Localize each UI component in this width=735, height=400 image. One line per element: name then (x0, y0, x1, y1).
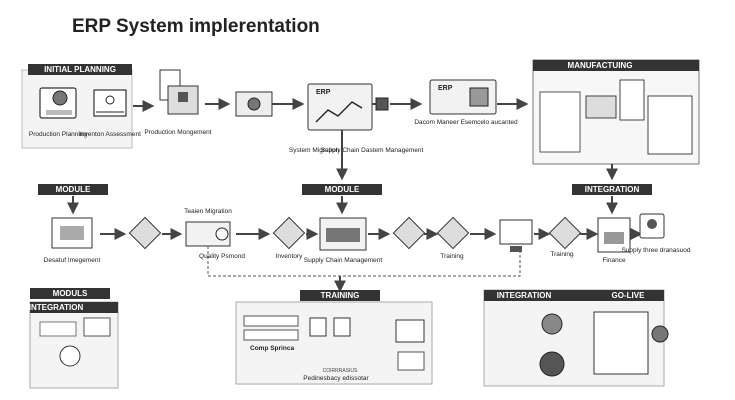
coirrrasius-label: COIRRRASIUS (323, 368, 358, 374)
desatuf-node (51, 217, 93, 249)
initial-planning-header: INITIAL PLANNING (44, 65, 116, 74)
initial-planning-panel: INITIAL PLANNING Production Planning Inv… (21, 64, 141, 149)
inventory-diamond (272, 216, 306, 250)
inventon-assessment-label: Inventon Assessment (79, 131, 141, 138)
dacom-maneer-label: Dacom Maneer Esemcelo aucanted (414, 119, 518, 126)
training-2-label: Training (550, 251, 574, 258)
module-center-header-bg (302, 184, 382, 195)
erp-2-label: ERP (438, 85, 453, 92)
integration-right-header: INTEGRATION (585, 185, 640, 194)
erp-window-2: ERP (429, 79, 497, 115)
production-planning-label: Production Planning (29, 131, 88, 138)
quality-label: Quality Psmond (199, 253, 245, 260)
manufacturing-header: MANUFACTUING (568, 61, 633, 70)
decision-diamond-1 (128, 216, 162, 250)
inventon-assessment-icon (93, 89, 127, 117)
erp-1-label: ERP (316, 89, 331, 96)
inventory-label: Inventory (276, 253, 303, 260)
finance-node (597, 217, 631, 253)
teaien-migration-label: Teaien Migration (184, 208, 232, 215)
hub-node (235, 91, 273, 117)
training-diamond-2 (548, 216, 582, 250)
module-left-header: MODULE (56, 185, 91, 194)
training-header: TRAINING (321, 291, 360, 300)
moduls-header: MODULS (53, 289, 88, 298)
computer-node (499, 219, 533, 252)
module-center-header: MODULE (325, 185, 360, 194)
go-live-panel: INTEGRATION GO-LIVE (483, 289, 669, 387)
moduls-panel: MODULS INTEGRATION (29, 288, 119, 389)
supply-chain-management-label: Supply Chain Management (304, 257, 383, 264)
pedinesbacy-label: Pedinesbacy edissotar (303, 375, 369, 382)
supply-three-node (639, 213, 665, 239)
integration-bottom-header: INTEGRATION (497, 291, 552, 300)
finance-label: Finance (602, 257, 626, 264)
training-panel: TRAINING Comp Sprinca COIRRRASIUS Pedine… (235, 290, 433, 385)
integration-left-header: INTEGRATION (29, 303, 84, 312)
erp-window-1: ERP (307, 83, 373, 131)
production-mongement-label: Production Mongement (144, 129, 211, 136)
decision-diamond-2 (392, 216, 426, 250)
migration-node (185, 221, 231, 247)
training-label: Training (440, 253, 464, 260)
supply-three-label: Supply three dranasuod (621, 247, 690, 254)
comp-sprinca-label: Comp Sprinca (250, 345, 294, 352)
manufacturing-panel: MANUFACTUING (532, 59, 700, 165)
production-mongement-icon (159, 69, 199, 115)
diagram-title: ERP System implerentation (72, 16, 320, 37)
supply-chain-dastem-label: Supply Chain Dastem Management (321, 147, 424, 154)
integration-right-header-bg (572, 184, 652, 195)
desatuf-label: Desatuf Imegement (44, 257, 101, 264)
connector-node (375, 97, 389, 111)
system-migration-label: System Migration (289, 147, 340, 154)
training-diamond (436, 216, 470, 250)
production-planning-icon (39, 87, 77, 119)
go-live-header: GO-LIVE (612, 291, 646, 300)
module-left-header-bg (38, 184, 108, 195)
supply-chain-node (319, 217, 367, 251)
